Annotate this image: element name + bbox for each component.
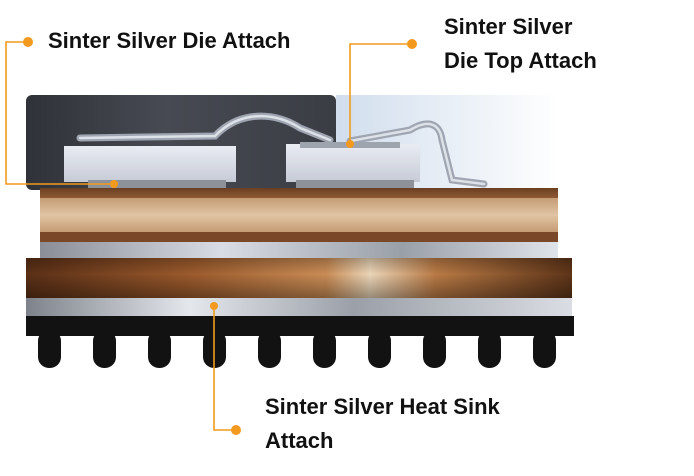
die-attach-label: Sinter Silver Die Attach	[48, 24, 290, 58]
heatsink	[26, 316, 574, 368]
semiconductor-die-left	[64, 146, 236, 189]
callout-heat-sink-attach-leader	[210, 302, 241, 435]
callout-die-top-attach-leader	[346, 39, 417, 148]
copper-baseplate	[26, 258, 572, 298]
die-attach-label-text: Sinter Silver Die Attach	[48, 28, 291, 53]
die-top-attach-label: Sinter Silver Die Top Attach	[444, 10, 597, 78]
die-top-attach-label-line1: Sinter Silver	[444, 14, 573, 39]
heat-sink-attach-label: Sinter Silver Heat Sink Attach	[265, 390, 500, 458]
semiconductor-die-right	[286, 142, 420, 189]
substrate-stack	[40, 188, 558, 258]
callout-die-attach-leader	[5, 37, 118, 188]
heat-sink-attach-label-line2: Attach	[265, 428, 334, 453]
heat-sink-attach-layer	[26, 298, 572, 316]
die-top-attach-label-line2: Die Top Attach	[444, 48, 597, 73]
heat-sink-attach-label-line1: Sinter Silver Heat Sink	[265, 394, 500, 419]
bond-wires	[76, 112, 488, 188]
